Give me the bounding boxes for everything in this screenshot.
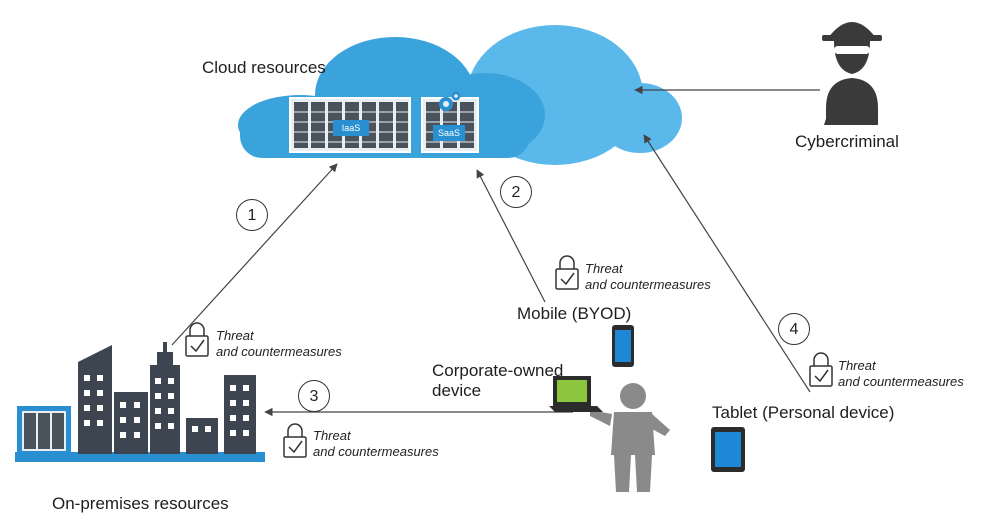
server-rack-icon: [289, 97, 411, 153]
lock-check-icon: [555, 255, 579, 290]
cloud-resources-label: Cloud resources: [202, 58, 326, 77]
tablet-label: Tablet (Personal device): [712, 403, 895, 422]
tablet-icon: [711, 427, 745, 472]
threat-line2: and countermeasures: [313, 444, 439, 459]
threat-note-1: Threat and countermeasures: [216, 328, 342, 360]
threat-note-3: Threat and countermeasures: [313, 428, 439, 460]
step-4-badge: 4: [778, 313, 810, 345]
saas-server-icon: [421, 97, 479, 153]
lock-check-icon: [809, 352, 833, 387]
lock-check-icon: [283, 423, 307, 458]
arrow-1: [171, 163, 338, 346]
threat-line2: and countermeasures: [585, 277, 711, 292]
mobile-byod-label: Mobile (BYOD): [517, 304, 632, 323]
corporate-device-line1: Corporate-owned: [432, 361, 564, 380]
laptop-icon: [549, 376, 603, 412]
hacker-icon: [822, 22, 882, 125]
threat-line1: Threat: [313, 428, 351, 443]
gear-icon: [439, 91, 461, 111]
threat-note-4: Threat and countermeasures: [838, 358, 964, 390]
step-2-badge: 2: [500, 176, 532, 208]
threat-line2: and countermeasures: [216, 344, 342, 359]
lock-check-icon: [185, 322, 209, 357]
building-icon: [15, 342, 265, 462]
phone-icon: [612, 325, 634, 367]
threat-line1: Threat: [585, 261, 623, 276]
corporate-device-line2: device: [432, 381, 482, 400]
onprem-label: On-premises resources: [52, 494, 229, 513]
threat-line1: Threat: [838, 358, 876, 373]
corporate-device-label: Corporate-owned device: [432, 361, 563, 401]
threat-line2: and countermeasures: [838, 374, 964, 389]
saas-label: SaaS: [437, 128, 461, 138]
cybercriminal-label: Cybercriminal: [795, 132, 899, 151]
threat-note-2: Threat and countermeasures: [585, 261, 711, 293]
arrow-2: [476, 169, 546, 303]
step-1-badge: 1: [236, 199, 268, 231]
person-icon: [590, 383, 670, 492]
step-3-badge: 3: [298, 380, 330, 412]
mask-icon: [834, 46, 870, 54]
threat-line1: Threat: [216, 328, 254, 343]
arrow-4: [643, 134, 811, 393]
iaas-label: IaaS: [341, 123, 361, 133]
